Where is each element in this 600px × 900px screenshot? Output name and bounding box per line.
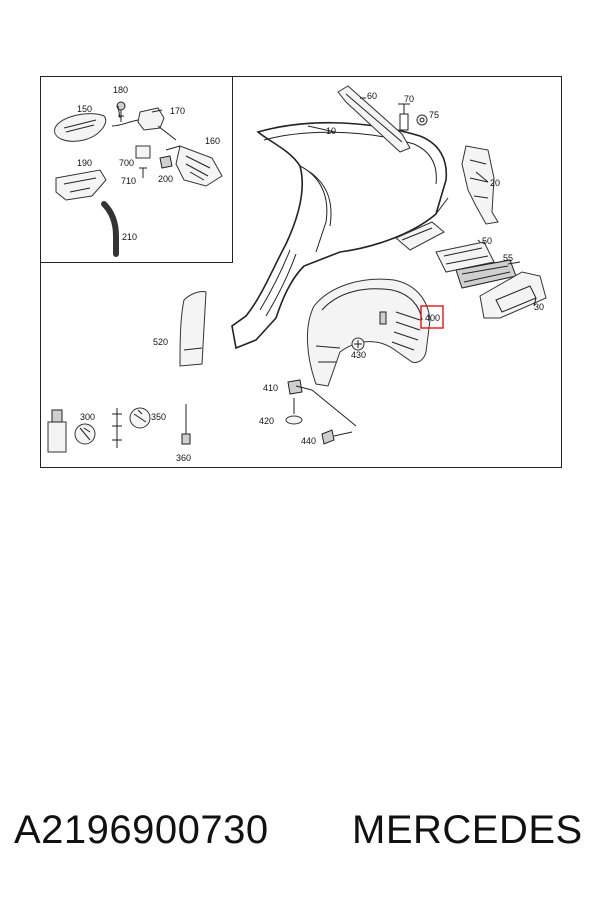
nut-part (351, 337, 365, 351)
long-bolt-part (181, 404, 191, 445)
inset-frame (40, 76, 233, 263)
screw-420-part (285, 398, 303, 425)
callout-700: 700 (119, 158, 134, 168)
leader-lines (295, 385, 357, 427)
callout-400: 400 (425, 313, 440, 323)
small-screw-part (139, 167, 147, 178)
callout-440: 440 (301, 436, 316, 446)
bolt-part (398, 103, 410, 131)
roof-rail-part (337, 85, 411, 153)
callout-160: 160 (205, 136, 220, 146)
callout-200: 200 (158, 174, 173, 184)
clip-410-part (287, 379, 303, 395)
fuel-flap-part (54, 113, 107, 142)
side-wall-panel (231, 121, 449, 350)
brand-name: MERCEDES (352, 808, 583, 852)
washer-part (416, 114, 428, 126)
callout-20: 20 (490, 178, 500, 188)
part-number: A2196900730 (14, 808, 269, 852)
highlight-box-400 (420, 305, 444, 329)
callout-420: 420 (259, 416, 274, 426)
flap-housing-part (175, 145, 223, 187)
callout-300: 300 (80, 412, 95, 422)
caption-bar: A2196900730 MERCEDES (0, 800, 600, 860)
drain-hose-part (101, 201, 119, 257)
small-block-part (135, 145, 151, 159)
tool-icon-300 (74, 423, 96, 445)
callout-410: 410 (263, 383, 278, 393)
callout-190: 190 (77, 158, 92, 168)
tool-icon-350 (129, 407, 151, 429)
callout-70: 70 (404, 94, 414, 104)
callout-360: 360 (176, 453, 191, 463)
callout-60: 60 (367, 91, 377, 101)
wheel-arch-liner-part (307, 278, 431, 387)
callout-710: 710 (121, 176, 136, 186)
callout-55: 55 (503, 253, 513, 263)
callout-350: 350 (151, 412, 166, 422)
flap-actuator-part (111, 101, 177, 141)
callout-10: 10 (326, 126, 336, 136)
callout-30: 30 (534, 302, 544, 312)
callout-430: 430 (351, 350, 366, 360)
clip-part (159, 155, 173, 169)
callout-180: 180 (113, 85, 128, 95)
callout-50: 50 (482, 236, 492, 246)
callout-520: 520 (153, 337, 168, 347)
callout-150: 150 (77, 104, 92, 114)
rear-bracket-part (461, 145, 499, 225)
screw-set-part (112, 408, 122, 448)
screw-440-part (321, 429, 353, 445)
sealant-can-part (47, 409, 67, 453)
callout-170: 170 (170, 106, 185, 116)
lamp-gasket-part (435, 241, 495, 273)
wheel-arch-trim-part (179, 291, 207, 367)
hinge-bracket-part (55, 169, 107, 201)
callout-leaders (117, 97, 537, 307)
callout-210: 210 (122, 232, 137, 242)
callout-75: 75 (429, 110, 439, 120)
